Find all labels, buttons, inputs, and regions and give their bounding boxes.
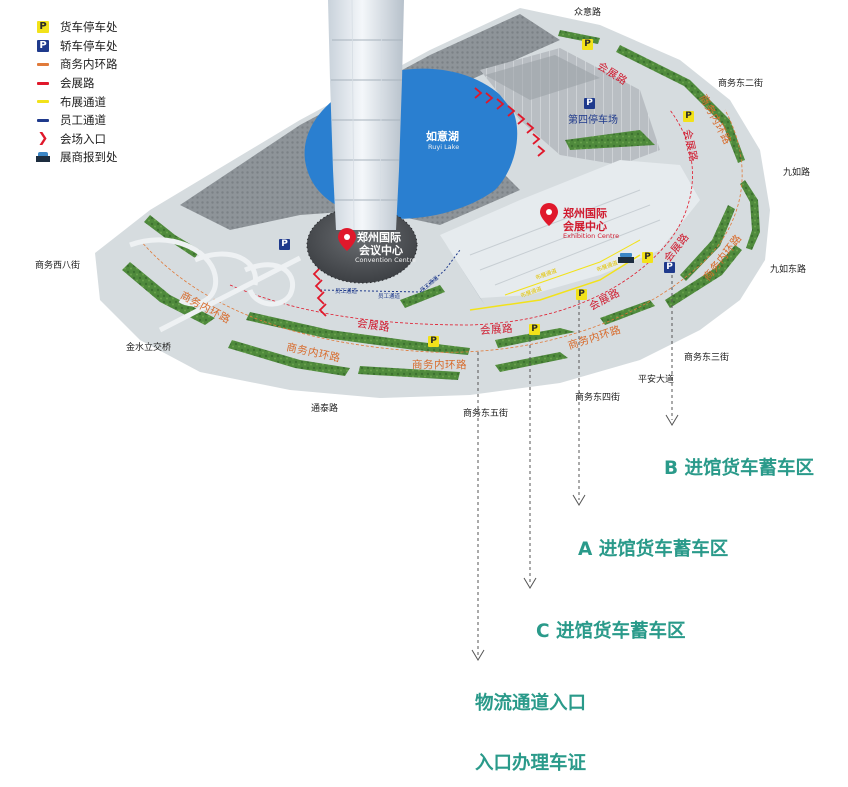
zone-c-truck-holding: C 进馆货车蓄车区 [536,621,686,642]
street-label: 九如路 [783,168,811,178]
zone-a-truck-holding: A 进馆货车蓄车区 [578,539,729,560]
legend-label: 展商报到处 [60,150,118,165]
landmark-tower [328,0,404,231]
expo-road-label: 会展路 [479,322,514,338]
staff-lane-label: 员工通道 [378,294,401,300]
convention-pin-icon [338,228,356,251]
map-legend: P 货车停车处 P 轿车停车处 商务内环路 会展路 布展通道 员工通道 ❯ 会场… [34,18,164,167]
legend-label: 货车停车处 [60,20,118,35]
street-label: 商务东四街 [575,393,621,403]
inner-ring-road-line [139,109,743,353]
car-parking-icon: P [37,39,49,52]
exhibition-centre-label-2: 会展中心 [563,220,607,233]
exhibition-centre-label: 郑州国际 [563,207,607,220]
hedge-strips [122,30,760,380]
truck-parking-marker: P [529,324,540,335]
exhibition-hall-roof [440,160,700,298]
street-label: 九如东路 [770,265,807,275]
truck-parking-marker: P [428,336,439,347]
ruyi-lake-label: 如意湖 [426,130,459,143]
orange-line-icon [37,62,49,66]
street-label: 众意路 [574,8,602,18]
legend-venue-entrance: ❯ 会场入口 [34,130,164,149]
legend-label: 员工通道 [60,113,106,128]
truck-parking-marker: P [582,39,593,50]
staff-lane [319,249,461,293]
staff-lane-label: 员工通道 [335,289,358,295]
check-in-booth-icon [618,253,634,263]
street-label: 商务西八街 [35,261,81,271]
truck-parking-marker: P [642,252,653,263]
legend-label: 会场入口 [60,131,106,146]
legend-check-in: 展商报到处 [34,148,164,167]
car-parking-marker: P [279,239,290,250]
logistics-entrance: 物流通道入口 [475,693,587,714]
red-line-icon [37,81,49,85]
cloverleaf-ramps [129,237,302,333]
street-label: 通泰路 [311,404,339,414]
navy-line-icon [37,118,49,122]
legend-inner-ring-road: 商务内环路 [34,55,164,74]
street-label: 商务东五街 [463,409,509,419]
street-label: 商务东二街 [718,79,764,89]
truck-parking-icon: P [37,21,49,34]
truck-parking-marker: P [576,289,587,300]
car-parking-marker: P [584,98,595,109]
chevron-icon: ❯ [37,131,49,147]
car-parking-marker: P [664,262,675,273]
legend-label: 会展路 [60,76,95,91]
legend-staff-lane: 员工通道 [34,111,164,130]
booth-icon [36,152,50,163]
setup-lane-2 [504,239,641,296]
setup-lane [469,254,641,311]
street-label: 平安大道 [638,375,675,385]
parking-lot-4-label: 第四停车场 [568,115,618,126]
street-label: 金水立交桥 [126,343,172,353]
legend-label: 轿车停车处 [60,38,118,53]
legend-car-parking: P 轿车停车处 [34,37,164,56]
expo-road-line [229,109,693,326]
entrance-chevrons [312,87,546,317]
legend-setup-lane: 布展通道 [34,92,164,111]
inner-ring-road-label: 商务内环路 [412,359,467,371]
zone-b-truck-holding: B 进馆货车蓄车区 [664,458,815,479]
exhibition-centre-en-label: Exhibition Centre [563,232,620,240]
convention-centre-en-label: Convention Centre [355,256,416,264]
yellow-line-icon [37,100,49,104]
legend-label: 商务内环路 [60,57,118,72]
truck-parking-marker: P [683,111,694,122]
ruyi-lake-en-label: Ruyi Lake [428,143,460,151]
guide-arrowheads [471,414,679,661]
vehicle-permit-entrance: 入口办理车证 [475,753,587,774]
convention-centre-label: 郑州国际 [357,231,401,244]
convention-centre-label-2: 会议中心 [359,244,403,257]
legend-expo-road: 会展路 [34,74,164,93]
guide-lines [477,275,673,655]
legend-truck-parking: P 货车停车处 [34,18,164,37]
exhibition-pin-icon [540,203,558,226]
legend-label: 布展通道 [60,94,106,109]
street-label: 商务东三街 [684,353,730,363]
